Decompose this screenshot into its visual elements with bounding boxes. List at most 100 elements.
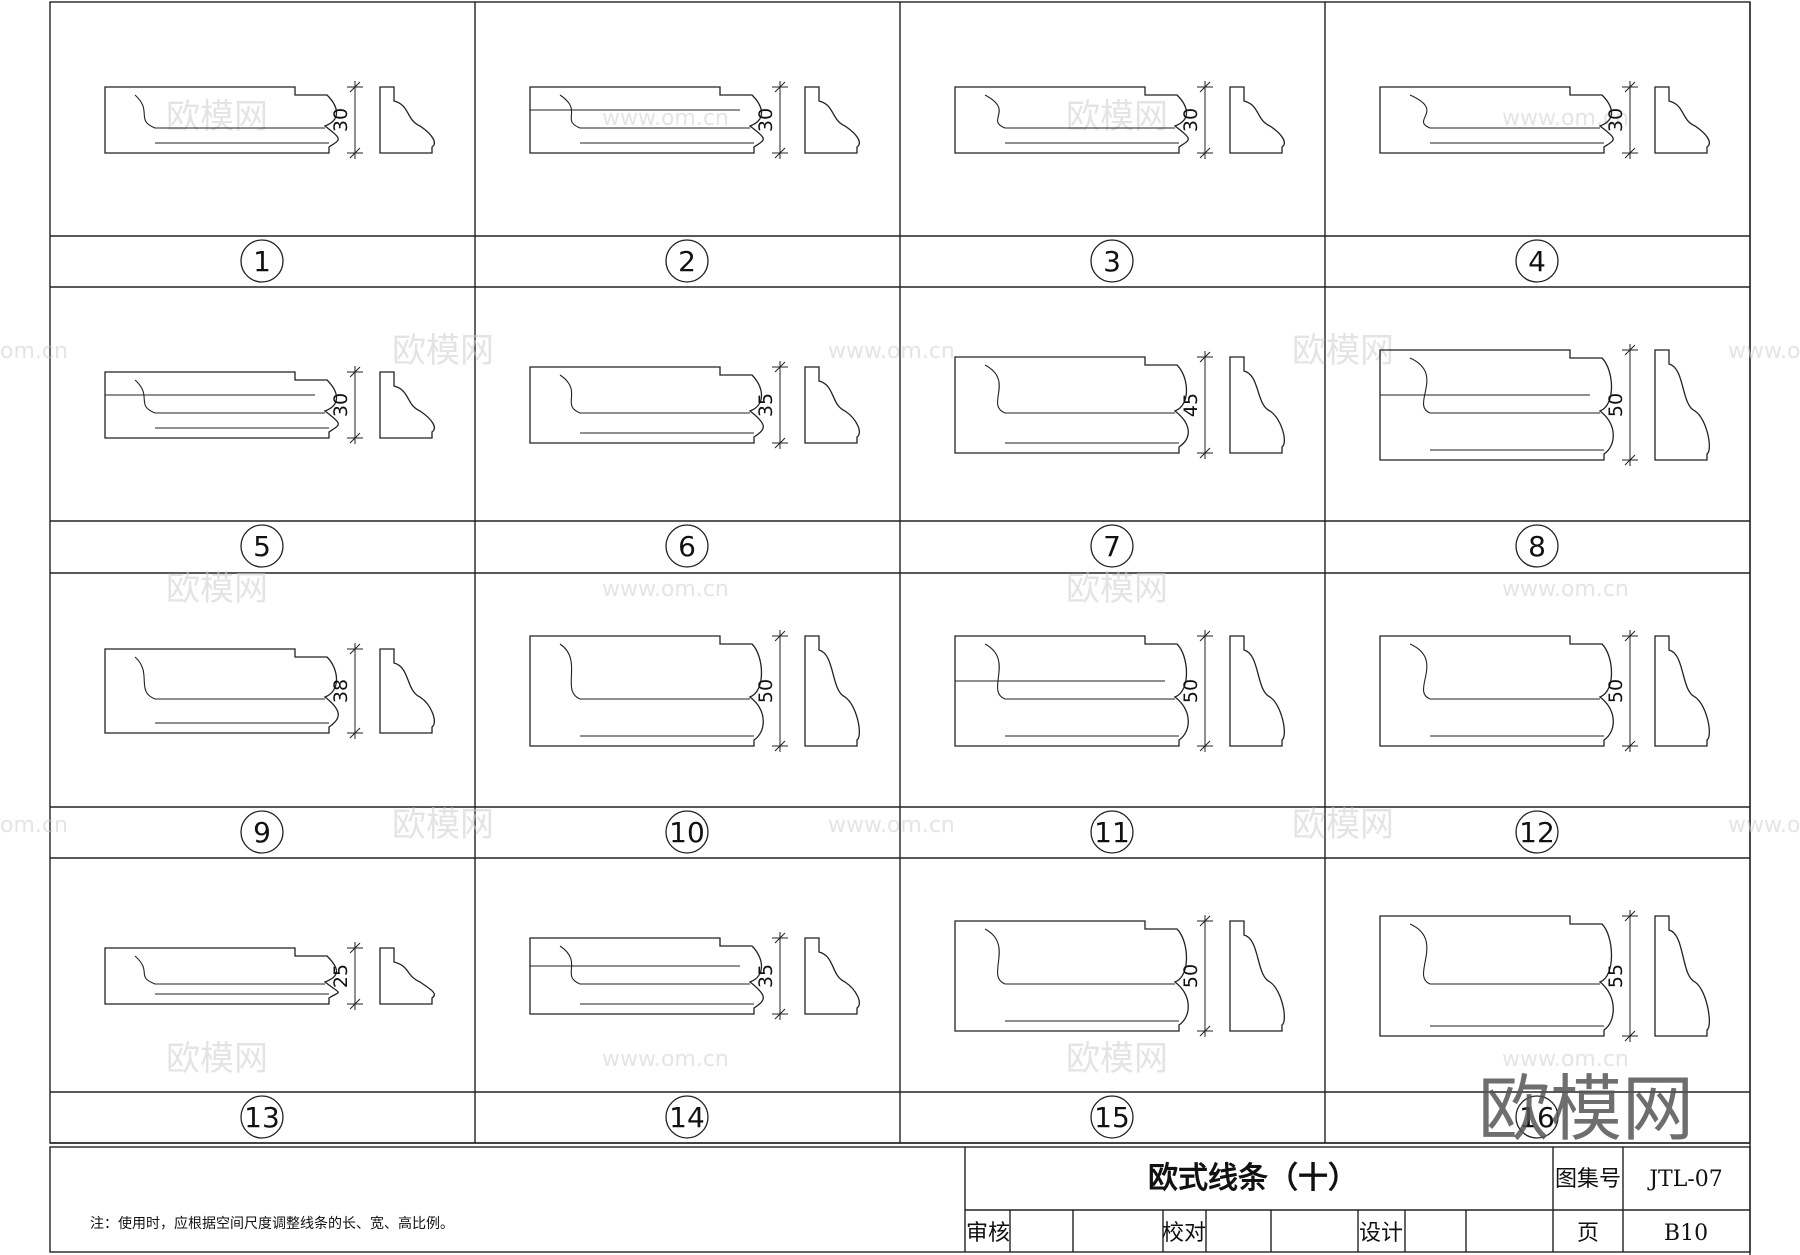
cell-number: 7 xyxy=(1103,530,1121,563)
watermark-url: www.om.cn xyxy=(1502,106,1629,131)
dimension-line xyxy=(1622,81,1638,159)
cell-number-circle xyxy=(1515,810,1559,854)
molding-elevation xyxy=(954,356,1189,454)
cell-number-circle xyxy=(1515,239,1559,283)
dimension-value: 30 xyxy=(330,108,352,132)
watermark-url: www.om.cn xyxy=(1502,577,1629,602)
cell-number: 10 xyxy=(669,816,705,849)
molding-elevation xyxy=(529,366,764,444)
dimension-value: 35 xyxy=(755,393,777,417)
cell-number-circle xyxy=(665,239,709,283)
dimension-line xyxy=(1197,630,1213,752)
dimension-value: 30 xyxy=(1605,108,1627,132)
dimension-line xyxy=(347,643,363,739)
molding-profile-lines xyxy=(1380,357,1604,451)
cell-number: 15 xyxy=(1094,1101,1130,1134)
page-label: 页 xyxy=(1577,1221,1599,1246)
review-label: 审核 xyxy=(966,1221,1010,1246)
molding-profile-lines xyxy=(984,364,1179,444)
molding-elevation xyxy=(954,86,1189,154)
molding-profile-lines xyxy=(530,94,754,144)
title-block: 欧式线条（十） 图集号 JTL-07 页 B10 审核 校对 设计 注：使用时，… xyxy=(49,1146,1751,1253)
molding-elevation xyxy=(104,648,339,734)
molding-section xyxy=(804,366,860,444)
molding-elevation xyxy=(529,86,764,154)
molding-profile-lines xyxy=(984,94,1179,144)
watermark-url-partial: om.cn xyxy=(0,339,68,364)
cell-number-circle xyxy=(1090,239,1134,283)
check-label: 校对 xyxy=(1162,1221,1206,1246)
molding-elevation xyxy=(954,920,1189,1032)
watermark-url: www.om.cn xyxy=(1728,339,1800,364)
watermark-cn: 欧模网 xyxy=(166,97,268,137)
molding-section xyxy=(1654,915,1710,1037)
dimension-line xyxy=(347,366,363,444)
cell-number-circle xyxy=(240,1095,284,1139)
dimension-line xyxy=(347,942,363,1010)
molding-profile-lines xyxy=(134,955,329,995)
dimension-line xyxy=(1622,910,1638,1042)
atlas-number-value: JTL-07 xyxy=(1647,1167,1723,1192)
cell-number: 5 xyxy=(253,530,271,563)
cell-number: 1 xyxy=(253,245,271,278)
molding-cell: 389 xyxy=(104,643,435,854)
dimension-value: 50 xyxy=(1180,679,1202,703)
molding-cells: 3013023033043053564575083895010501150122… xyxy=(104,81,1710,1139)
molding-profile-lines xyxy=(1409,923,1604,1027)
watermark-url: www.om.cn xyxy=(828,339,955,364)
watermark-url-partial: om.cn xyxy=(0,813,68,838)
cell-number: 3 xyxy=(1103,245,1121,278)
molding-cell: 508 xyxy=(1379,344,1710,568)
molding-section xyxy=(1229,356,1285,454)
cell-number: 13 xyxy=(244,1101,280,1134)
cell-number-circle xyxy=(665,1095,709,1139)
molding-cell: 30 2 xyxy=(529,81,860,283)
watermark-url: www.om.cn xyxy=(602,1047,729,1072)
watermark-layer: 欧模网 www.om.cn 欧模网 www.om.cn om.cn 欧模网 ww… xyxy=(0,97,1800,1079)
watermark-cn: 欧模网 xyxy=(1066,97,1168,137)
dimension-value: 30 xyxy=(755,108,777,132)
watermark-cn: 欧模网 xyxy=(1292,331,1394,371)
molding-elevation xyxy=(104,371,339,439)
cell-number-circle xyxy=(240,810,284,854)
dimension-value: 50 xyxy=(1180,964,1202,988)
molding-section xyxy=(1229,86,1285,154)
molding-profile-lines xyxy=(955,643,1179,737)
molding-profile-lines xyxy=(1409,643,1604,737)
cell-number-circle xyxy=(240,524,284,568)
molding-cell: 50 15 xyxy=(954,915,1285,1139)
cell-number: 2 xyxy=(678,245,696,278)
molding-elevation xyxy=(104,947,339,1005)
watermark-cn: 欧模网 xyxy=(1066,1039,1168,1079)
molding-profile-lines xyxy=(1409,94,1604,144)
watermark-url: www.om.cn xyxy=(1728,813,1800,838)
dimension-line xyxy=(347,81,363,159)
molding-profile-lines xyxy=(134,94,329,144)
watermark-cn: 欧模网 xyxy=(1292,805,1394,845)
molding-profile-lines xyxy=(559,374,754,434)
molding-section xyxy=(804,937,860,1015)
molding-section xyxy=(379,86,435,154)
cell-number-circle xyxy=(1090,524,1134,568)
atlas-number-label: 图集号 xyxy=(1555,1167,1621,1192)
dimension-line xyxy=(1622,344,1638,466)
watermark-cn: 欧模网 xyxy=(166,569,268,609)
molding-cell: 303 xyxy=(954,81,1285,283)
molding-elevation xyxy=(1379,915,1614,1037)
molding-elevation xyxy=(1379,635,1614,747)
cell-number-circle xyxy=(1515,1095,1559,1139)
dimension-line xyxy=(772,932,788,1020)
watermark-logo: 欧模网 xyxy=(1478,1067,1694,1151)
dimension-value: 50 xyxy=(1605,679,1627,703)
watermark-cn: 欧模网 xyxy=(1066,569,1168,609)
molding-elevation xyxy=(529,937,764,1015)
cell-number: 11 xyxy=(1094,816,1130,849)
cell-number-circle xyxy=(1515,524,1559,568)
molding-cell: 356 xyxy=(529,361,860,568)
molding-section xyxy=(804,635,860,747)
molding-cell: 30 1 xyxy=(104,81,435,283)
cell-number: 16 xyxy=(1519,1101,1555,1134)
cell-number-circle xyxy=(665,524,709,568)
